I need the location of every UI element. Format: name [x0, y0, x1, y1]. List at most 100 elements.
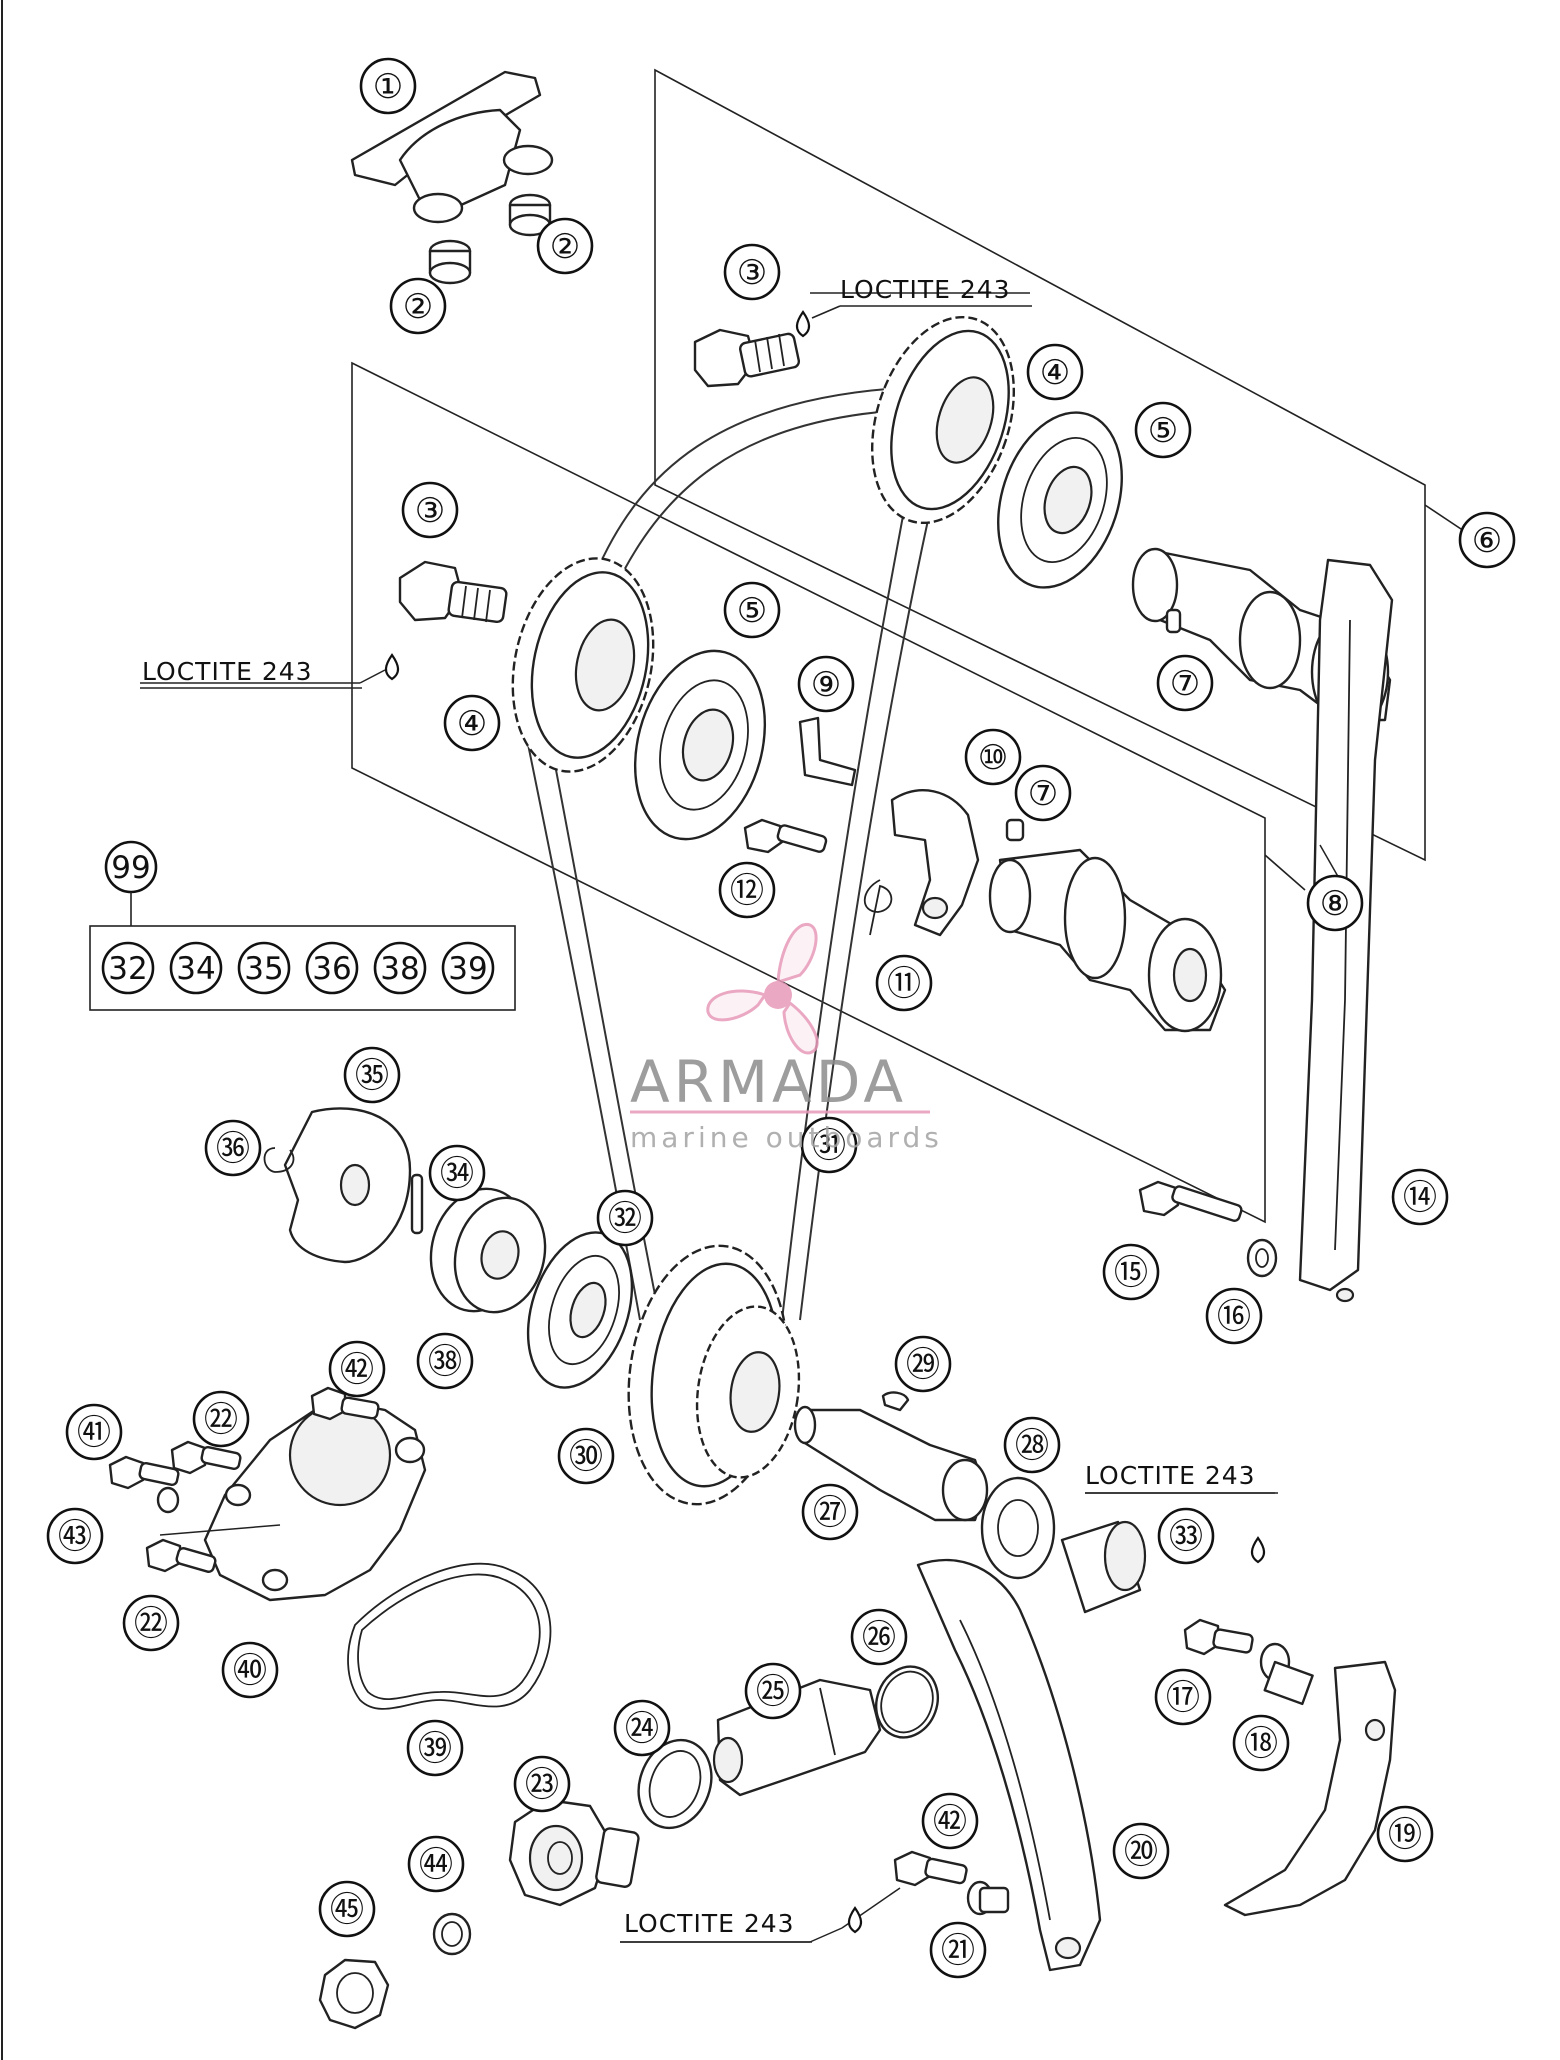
callout-37: ㉜	[596, 1189, 654, 1247]
bolt-42-lower	[893, 1850, 968, 1887]
callout-20: ⑯	[1205, 1287, 1263, 1345]
bolt-15	[1138, 1180, 1243, 1222]
callout-number: ④	[457, 704, 487, 744]
callout-number: ㉚	[569, 1437, 603, 1477]
callout-32: ㉗	[801, 1483, 859, 1541]
callout-43: ㊴	[406, 1719, 464, 1777]
kit-item-number: 32	[108, 951, 147, 987]
callout-circle	[800, 1116, 858, 1174]
bolt-12	[743, 818, 828, 854]
callout-circle	[1306, 874, 1364, 932]
camshaft-assembly-8-frame	[351, 361, 1306, 1224]
lever-9	[798, 716, 857, 787]
washer-43	[156, 1486, 180, 1514]
callout-circle	[964, 728, 1022, 786]
loctite-drop-icon	[384, 653, 400, 681]
pin-34	[410, 1173, 424, 1235]
callout-4: ③	[723, 243, 781, 301]
callout-28: ㉓	[513, 1755, 571, 1813]
callout-36: ㉛	[800, 1116, 858, 1174]
callout-number: ㊹	[419, 1845, 453, 1885]
kit-item-number: 39	[448, 951, 487, 987]
callout-number: ⑰	[1166, 1678, 1200, 1718]
callout-number: ㉞	[440, 1154, 474, 1194]
callout-circle	[401, 481, 459, 539]
gasket-39	[347, 1562, 552, 1710]
callout-circle	[1376, 1805, 1434, 1863]
callout-circle	[1391, 1168, 1449, 1226]
callout-1: ①	[359, 57, 417, 115]
key-29	[881, 1391, 910, 1412]
callout-circle	[557, 1427, 615, 1485]
loctite-label-3: LOCTITE 243	[1085, 1461, 1278, 1564]
callout-number: ⑩	[978, 738, 1008, 778]
callout-circle	[122, 1594, 180, 1652]
loctite-label-4: LOCTITE 243	[620, 1906, 863, 1943]
callout-layer: ①②②③③④④⑤⑤⑥⑦⑦⑧⑨⑩⑪⑫⑭⑮⑯⑰⑱⑲⑳㉑㉒㉒㉓㉔㉕㉖㉗㉘㉙㉚㉛㉜㉝㉞㉟…	[46, 57, 1516, 1979]
callout-circle	[359, 57, 417, 115]
callout-38: ㉝	[1157, 1507, 1215, 1565]
callout-number: ㊵	[233, 1651, 267, 1691]
callout-circle	[1157, 1507, 1215, 1565]
callout-14: ⑨	[797, 655, 855, 713]
kit-item-circle	[237, 941, 291, 995]
callout-number: ②	[403, 287, 433, 327]
washer-28	[980, 1476, 1056, 1580]
callout-29: ㉔	[613, 1699, 671, 1757]
callout-40: ㉟	[343, 1046, 401, 1104]
callout-number: ⑧	[1320, 884, 1350, 924]
callout-47: ㊷	[921, 1792, 979, 1850]
callout-number: ㉕	[756, 1672, 790, 1712]
watermark-brand: ARMADA	[630, 1048, 907, 1116]
callout-circle	[875, 954, 933, 1012]
callout-circle	[328, 1340, 386, 1398]
washer-16	[1246, 1238, 1278, 1278]
callout-circle	[416, 1332, 474, 1390]
callout-circle	[894, 1335, 952, 1393]
callout-34: ㉙	[894, 1335, 952, 1393]
chain-guide-top	[350, 70, 554, 224]
kit-item-number: 35	[244, 951, 283, 987]
callout-circle	[204, 1119, 262, 1177]
callout-number: ④	[1040, 353, 1070, 393]
callout-number: ㊴	[418, 1729, 452, 1769]
kit-item-circle	[441, 941, 495, 995]
loctite-drop-icon	[1250, 1536, 1266, 1564]
callout-number: ⑥	[1472, 521, 1502, 561]
callout-2: ②	[389, 277, 447, 335]
callout-number: ㉝	[1169, 1517, 1203, 1557]
callout-42: ㊳	[416, 1332, 474, 1390]
water-pump-cover-40	[203, 1398, 427, 1602]
kit-item-circle	[101, 941, 155, 995]
callout-circle	[723, 243, 781, 301]
loctite-text: LOCTITE 243	[840, 275, 1011, 304]
callout-number: ㉛	[812, 1126, 846, 1166]
kit-item-number: 34	[176, 951, 215, 987]
callout-6: ④	[1026, 343, 1084, 401]
decompressor-10	[890, 789, 980, 937]
callout-circle	[406, 1719, 464, 1777]
callout-circle	[850, 1608, 908, 1666]
callout-circle	[801, 1483, 859, 1541]
callout-number: ㉔	[625, 1709, 659, 1749]
callout-number: ㉜	[608, 1199, 642, 1239]
callout-circle	[929, 1921, 987, 1979]
callout-number: ⑳	[1124, 1832, 1158, 1872]
callout-21: ⑰	[1154, 1668, 1212, 1726]
callout-number: ㉟	[355, 1056, 389, 1096]
callout-number: ㊱	[216, 1129, 250, 1169]
callout-circle	[318, 1880, 376, 1938]
callout-19: ⑮	[1102, 1243, 1160, 1301]
callout-33: ㉘	[1003, 1416, 1061, 1474]
ball-bearing-5-lower	[633, 649, 767, 841]
needle-bearing-33	[1060, 1520, 1147, 1614]
loctite-text: LOCTITE 243	[624, 1909, 795, 1938]
callout-number: ⑦	[1028, 774, 1058, 814]
seal-38	[429, 1187, 547, 1314]
washer-44	[432, 1912, 472, 1956]
callout-8: ⑤	[1134, 401, 1192, 459]
circlip-36	[263, 1147, 295, 1173]
loctite-label-1: LOCTITE 243	[795, 275, 1032, 338]
